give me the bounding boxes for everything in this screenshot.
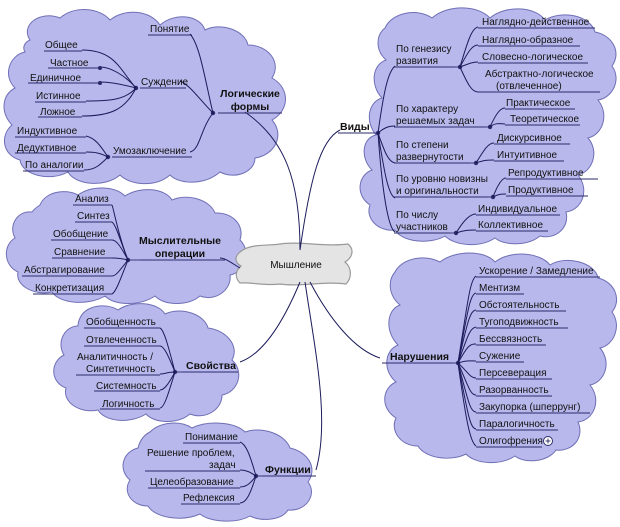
branch-disorders: Нарушения Ускорение / Замедление Ментизм… xyxy=(382,266,600,448)
disorders-item-0[interactable]: Ускорение / Замедление xyxy=(479,266,594,277)
branch-mental-operations: Мыслительные операции Анализ Синтез Обоб… xyxy=(22,194,225,295)
types-detail-item-1[interactable]: Интуитивное xyxy=(497,150,558,161)
cloud-functions xyxy=(122,422,313,522)
center-label: Мышление xyxy=(270,260,322,271)
properties-item-5[interactable]: Логичность xyxy=(102,399,154,410)
types-tasks-item-1[interactable]: Теоретическое xyxy=(510,114,579,125)
types-detail-item-0[interactable]: Дискурсивное xyxy=(497,133,562,144)
types-genesis-item-4[interactable]: (отвлеченное) xyxy=(496,81,562,92)
properties-item-2[interactable]: Аналитичность / xyxy=(77,352,153,363)
cloud-mental-operations xyxy=(5,187,247,304)
operations-item-1[interactable]: Синтез xyxy=(77,211,110,222)
types-detail-2[interactable]: развернутости xyxy=(396,152,464,163)
disorders-item-2[interactable]: Обстоятельность xyxy=(479,299,559,311)
disorders-item-1[interactable]: Ментизм xyxy=(479,283,520,294)
cloud-logical-forms xyxy=(3,9,286,185)
types-participants-1[interactable]: По числу xyxy=(396,210,438,221)
properties-item-4[interactable]: Системность xyxy=(96,381,157,392)
disorders-item-10[interactable]: Олигофрения xyxy=(479,435,543,447)
properties-item-3[interactable]: Синтетичность xyxy=(86,364,155,375)
types-tasks-1[interactable]: По характеру xyxy=(396,104,458,115)
types-participants-2[interactable]: участников xyxy=(396,222,448,233)
types-novelty-item-0[interactable]: Репродуктивное xyxy=(508,168,584,179)
logical-particular[interactable]: Частное xyxy=(50,58,89,69)
cloud-properties xyxy=(53,303,240,422)
types-genesis-item-1[interactable]: Наглядно-образное xyxy=(482,34,574,46)
properties-title[interactable]: Свойства xyxy=(186,360,236,372)
branch-functions: Функции Понимание Решение проблем, задач… xyxy=(145,432,316,505)
logical-analogy[interactable]: По аналогии xyxy=(25,160,84,171)
logical-title-1[interactable]: Логические xyxy=(220,88,280,100)
logical-judgement[interactable]: Суждение xyxy=(141,77,189,88)
disorders-item-8[interactable]: Закупорка (шперрунг) xyxy=(479,402,580,413)
types-genesis-item-3[interactable]: Абстрактно-логическое xyxy=(485,68,594,80)
operations-item-5[interactable]: Конкретизация xyxy=(35,283,104,294)
types-novelty-item-1[interactable]: Продуктивное xyxy=(508,185,574,196)
types-genesis-2[interactable]: развития xyxy=(396,56,438,67)
types-detail-1[interactable]: По степени xyxy=(396,140,449,151)
logical-true[interactable]: Истинное xyxy=(36,91,81,102)
properties-item-0[interactable]: Обобщенность xyxy=(86,316,156,328)
types-title[interactable]: Виды xyxy=(340,121,370,133)
operations-item-2[interactable]: Обобщение xyxy=(53,228,109,240)
branch-logical-forms: Логические формы Понятие Суждение Общее … xyxy=(15,24,282,172)
properties-item-1[interactable]: Отвлеченность xyxy=(86,335,157,346)
logical-deductive[interactable]: Дедуктивное xyxy=(17,143,77,154)
types-novelty-1[interactable]: По уровню новизны xyxy=(396,174,488,185)
disorders-item-7[interactable]: Разорванность xyxy=(479,385,549,396)
disorders-item-3[interactable]: Тугоподвижность xyxy=(479,317,559,328)
functions-item-3[interactable]: Целеобразование xyxy=(150,476,234,488)
functions-item-0[interactable]: Понимание xyxy=(185,432,238,443)
cloud-disorders xyxy=(384,252,617,463)
types-tasks-2[interactable]: решаемых задач xyxy=(396,116,475,127)
branch-properties: Свойства Обобщенность Отвлеченность Анал… xyxy=(76,316,238,410)
logical-inference[interactable]: Умозаключение xyxy=(113,146,187,157)
disorders-item-5[interactable]: Сужение xyxy=(479,351,521,362)
types-genesis-1[interactable]: По генезису xyxy=(396,44,452,55)
disorders-item-4[interactable]: Бессвязность xyxy=(479,334,542,345)
functions-item-2[interactable]: задач xyxy=(209,460,236,471)
logical-false[interactable]: Ложное xyxy=(40,107,76,118)
expand-plus-icon[interactable] xyxy=(543,436,553,446)
functions-item-1[interactable]: Решение проблем, xyxy=(147,447,235,459)
operations-title-2[interactable]: операции xyxy=(155,248,205,260)
logical-concept[interactable]: Понятие xyxy=(150,24,190,35)
types-genesis-item-2[interactable]: Словесно-логическое xyxy=(482,52,583,63)
logical-general[interactable]: Общее xyxy=(45,39,78,51)
main-branches xyxy=(219,111,381,471)
operations-item-0[interactable]: Анализ xyxy=(75,194,109,205)
functions-title[interactable]: Функции xyxy=(265,464,311,476)
types-tasks-item-0[interactable]: Практическое xyxy=(506,98,571,109)
logical-title-2[interactable]: формы xyxy=(231,101,270,113)
logical-singular[interactable]: Единичное xyxy=(30,73,81,84)
disorders-item-9[interactable]: Паралогичность xyxy=(479,419,555,430)
disorders-item-6[interactable]: Персеверация xyxy=(479,368,547,379)
types-participants-item-0[interactable]: Индивидуальное xyxy=(478,204,557,215)
branch-types: Виды По генезису развития Наглядно-дейст… xyxy=(338,17,600,236)
logical-inductive[interactable]: Индуктивное xyxy=(17,126,78,137)
types-novelty-2[interactable]: и оригинальности xyxy=(396,186,479,197)
center-node[interactable]: Мышление xyxy=(235,242,353,286)
disorders-title[interactable]: Нарушения xyxy=(390,351,449,363)
functions-item-4[interactable]: Рефлексия xyxy=(183,492,235,504)
operations-title-1[interactable]: Мыслительные xyxy=(139,235,221,247)
types-genesis-item-0[interactable]: Наглядно-действенное xyxy=(482,17,590,28)
types-participants-item-1[interactable]: Коллективное xyxy=(478,220,543,231)
operations-item-3[interactable]: Сравнение xyxy=(54,247,106,258)
operations-item-4[interactable]: Абстрагирование xyxy=(24,264,105,276)
